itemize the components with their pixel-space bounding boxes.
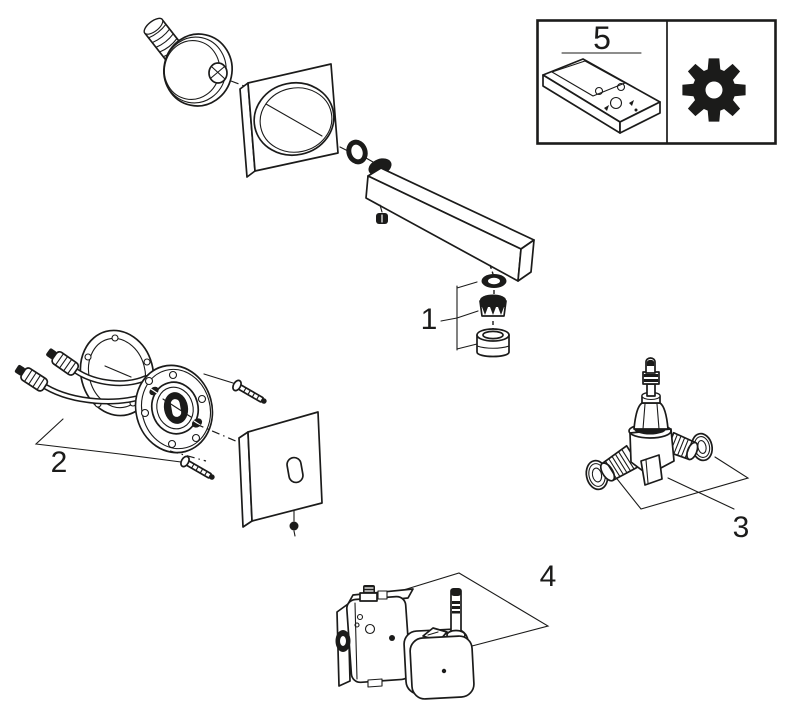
part-label-5: 5 — [593, 20, 611, 56]
aerator-housing — [476, 328, 510, 358]
fixing-screw-lower — [180, 455, 215, 480]
mounting-flange — [134, 364, 214, 454]
part-label-1: 1 — [421, 303, 438, 336]
sensor-cover-plate — [238, 411, 323, 537]
cover-screw — [289, 521, 299, 537]
sensor-window — [286, 456, 304, 484]
remote-display — [551, 60, 626, 97]
callout-2: 2 — [34, 418, 182, 479]
control-box — [403, 588, 475, 700]
antenna-stem — [446, 588, 466, 641]
cable-gland — [359, 585, 388, 602]
solenoid-valve — [599, 357, 699, 486]
gear-center-hole — [705, 81, 723, 99]
center-line — [195, 423, 239, 443]
sensor-plate-assembly: 2 — [14, 329, 323, 537]
callout-4: 4 — [396, 560, 557, 647]
callout-1: 1 — [421, 281, 479, 351]
spare-kit-box: 5 — [536, 19, 777, 145]
side-port — [335, 630, 351, 652]
callout-3: 3 — [609, 456, 750, 544]
remote-control-icon — [542, 58, 661, 134]
aerator-assembly — [476, 264, 510, 358]
fixing-screw-upper — [232, 379, 267, 404]
set-screw — [376, 213, 388, 224]
wall-union — [143, 17, 233, 107]
flange-screw-a — [149, 386, 159, 396]
cable-connector-upper — [46, 348, 80, 376]
cable-connector-lower — [14, 365, 49, 392]
power-supply-box — [335, 585, 414, 688]
spout-assembly: 1 — [143, 17, 535, 358]
aerator-washer — [481, 274, 507, 288]
o-ring — [346, 139, 368, 165]
aerator-insert — [479, 294, 507, 317]
escutcheon-plate — [239, 63, 339, 178]
plate-hole — [253, 81, 335, 157]
gear-icon — [682, 58, 746, 122]
solenoid-valve-assembly: 3 — [585, 357, 750, 544]
part-label-4: 4 — [540, 560, 557, 593]
part-label-2: 2 — [51, 446, 68, 479]
control-unit-assembly: 4 — [335, 560, 557, 700]
spout-body — [365, 158, 535, 282]
callout-5: 5 — [561, 20, 642, 56]
part-label-3: 3 — [733, 511, 750, 544]
